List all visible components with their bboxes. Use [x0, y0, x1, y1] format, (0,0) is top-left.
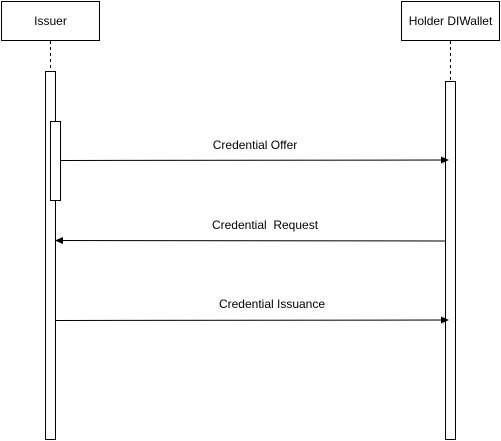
- message-label-credential-request: Credential Request: [211, 218, 319, 232]
- participant-issuer-label: Issuer: [34, 14, 67, 28]
- activation-bar-holder-diwallet: [445, 81, 456, 440]
- message-label-credential-issuance: Credential Issuance: [218, 297, 326, 311]
- message-arrow-credential-issuance: [55, 316, 449, 324]
- activation-bar-issuer-nested: [50, 121, 61, 201]
- message-arrow-credential-offer: [60, 156, 449, 164]
- participant-issuer: Issuer: [1, 1, 100, 41]
- message-label-credential-offer: Credential Offer: [212, 138, 298, 152]
- participant-holder-diwallet-label: Holder DIWallet: [408, 14, 493, 28]
- activation-bar-issuer: [45, 71, 56, 440]
- participant-holder-diwallet: Holder DIWallet: [401, 1, 500, 41]
- message-arrow-credential-request: [55, 237, 446, 245]
